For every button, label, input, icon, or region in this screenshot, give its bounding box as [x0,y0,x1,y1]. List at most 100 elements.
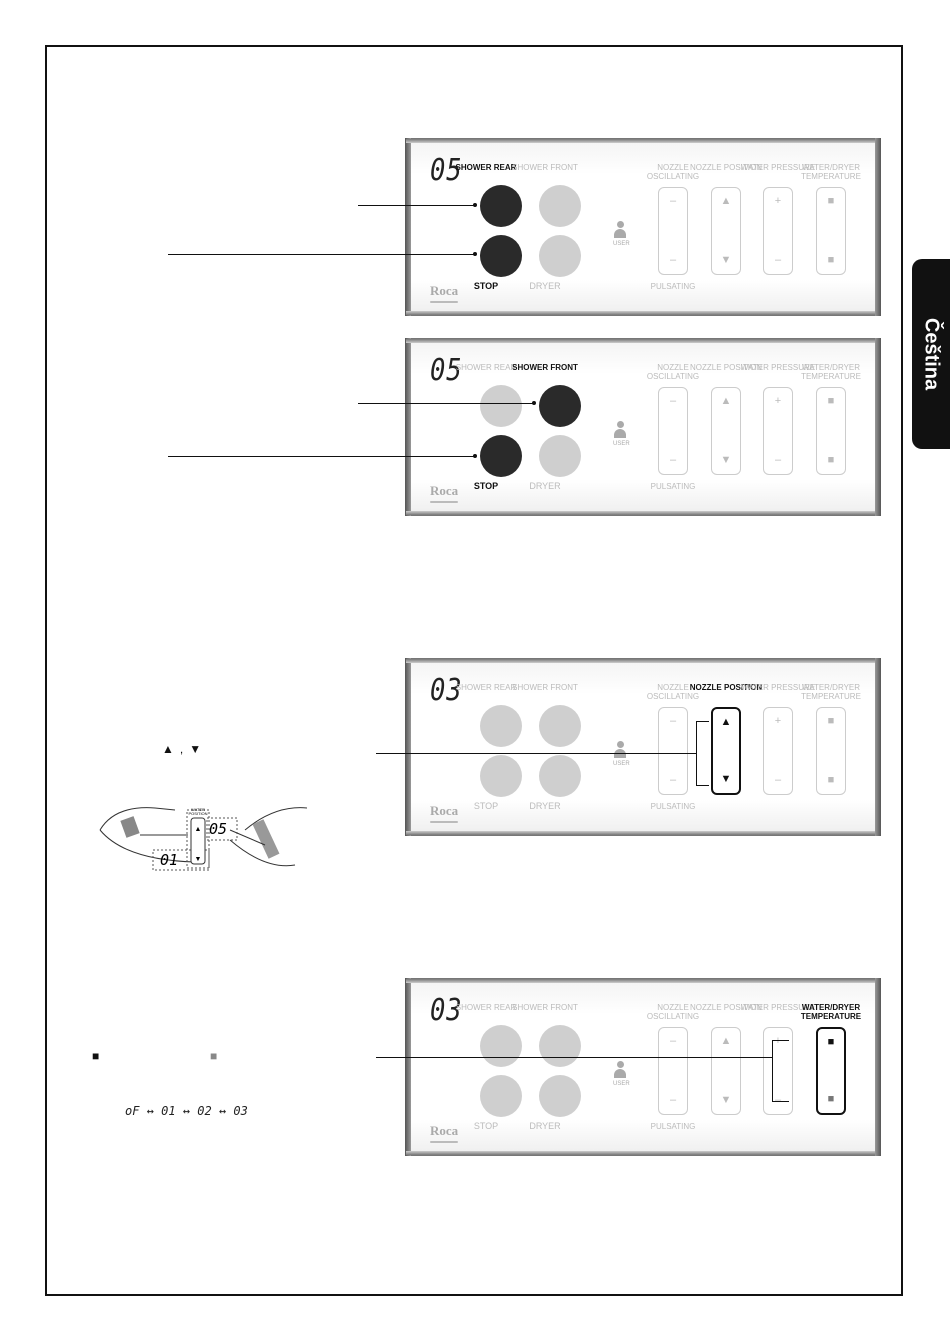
decrease-icon[interactable]: – [669,1094,677,1106]
decrease-icon[interactable]: – [774,454,782,466]
shower-front-button[interactable] [539,385,581,427]
shower-rear-label: SHOWER REAR [455,683,517,692]
nozzle-oscillating-control[interactable]: –– [658,387,688,475]
user-label: USER [613,241,630,247]
nozzle-oscillating-label: NOZZLE OSCILLATING [646,1003,700,1021]
dryer-button[interactable] [539,235,581,277]
svg-text:▼: ▼ [195,856,202,863]
user-icon [616,221,624,228]
roca-logo: Roca [430,483,459,503]
decrease-icon[interactable]: – [669,254,677,266]
nozzle-position-control[interactable]: ▲▼ [711,187,741,275]
user-icon [616,421,624,428]
increase-icon[interactable]: + [774,195,782,207]
callout-line-nozzle [376,753,696,754]
shower-rear-button[interactable] [480,705,522,747]
shower-rear-button[interactable] [480,185,522,227]
increase-icon[interactable]: – [669,195,677,207]
nozzle-position-control[interactable]: ▲▼ [711,1027,741,1115]
decrease-icon[interactable]: ■ [827,774,835,786]
increase-icon[interactable]: + [774,1035,782,1047]
increase-icon[interactable]: ■ [827,1036,835,1048]
user-button[interactable]: USER [613,221,630,247]
increase-icon[interactable]: ▲ [720,395,732,407]
shower-front-button[interactable] [539,185,581,227]
increase-icon[interactable]: ■ [827,395,835,407]
display-readout: 05 [430,353,463,388]
stop-button[interactable] [480,755,522,797]
water-pressure-control[interactable]: +– [763,387,793,475]
user-button[interactable]: USER [613,421,630,447]
user-button[interactable]: USER [613,1061,630,1087]
nozzle-oscillating-control[interactable]: –– [658,187,688,275]
increase-icon[interactable]: – [669,395,677,407]
increase-icon[interactable]: ▲ [720,1035,732,1047]
increase-icon[interactable]: + [774,395,782,407]
display-readout: 03 [430,993,463,1028]
water-pressure-label: WATER PRESSURE [740,163,816,172]
decrease-icon[interactable]: – [774,1094,782,1106]
increase-icon[interactable]: ■ [827,195,835,207]
stop-button[interactable] [480,235,522,277]
shower-rear-button[interactable] [480,1025,522,1067]
water-pressure-label: WATER PRESSURE [740,1003,816,1012]
nozzle-oscillating-label: NOZZLE OSCILLATING [646,683,700,701]
water-dryer-temperature-label: WATER/DRYER TEMPERATURE [800,1003,862,1021]
dryer-button[interactable] [539,435,581,477]
nozzle-position-control[interactable]: ▲▼ [711,707,741,795]
decrease-icon[interactable]: – [669,774,677,786]
decrease-icon[interactable]: ▼ [720,454,732,466]
water-dryer-temperature-control[interactable]: ■■ [816,187,846,275]
nozzle-oscillating-label: NOZZLE OSCILLATING [646,163,700,181]
decrease-icon[interactable]: ■ [827,454,835,466]
user-button[interactable]: USER [613,741,630,767]
nozzle-position-control[interactable]: ▲▼ [711,387,741,475]
decrease-icon[interactable]: ■ [827,1093,835,1105]
callout-line-temperature [376,1057,772,1058]
water-pressure-control[interactable]: +– [763,1027,793,1115]
language-tab[interactable]: Čeština [912,259,950,449]
water-dryer-temperature-control[interactable]: ■■ [816,387,846,475]
shower-front-button[interactable] [539,1025,581,1067]
callout-line-stop [168,254,475,255]
dryer-label: DRYER [529,1121,561,1131]
increase-icon[interactable]: + [774,715,782,727]
increase-icon[interactable]: – [669,1035,677,1047]
shower-front-button[interactable] [539,705,581,747]
decrease-icon[interactable]: ■ [827,254,835,266]
decrease-icon[interactable]: – [774,774,782,786]
stop-button[interactable] [480,435,522,477]
page-frame [45,45,903,1296]
decrease-icon[interactable]: ▼ [720,1094,732,1106]
shower-rear-label: SHOWER REAR [455,163,517,172]
nozzle-oscillating-control[interactable]: –– [658,1027,688,1115]
increase-icon[interactable]: – [669,715,677,727]
panel-edge [406,311,880,315]
water-pressure-control[interactable]: +– [763,187,793,275]
water-pressure-control[interactable]: +– [763,707,793,795]
water-dryer-temperature-control[interactable]: ■■ [816,1027,846,1115]
increase-icon[interactable]: ■ [827,715,835,727]
shower-front-label: SHOWER FRONT [512,1003,578,1012]
nozzle-oscillating-control[interactable]: –– [658,707,688,795]
display-readout: 05 [430,153,463,188]
increase-icon[interactable]: ▲ [720,195,732,207]
dryer-label: DRYER [529,481,561,491]
increase-icon[interactable]: ▲ [720,716,732,728]
shower-rear-button[interactable] [480,385,522,427]
stop-button[interactable] [480,1075,522,1117]
decrease-icon[interactable]: – [774,254,782,266]
shower-front-label: SHOWER FRONT [512,163,578,172]
nozzle-illustration: ▲ ▼ [99,807,308,871]
dryer-button[interactable] [539,1075,581,1117]
user-label: USER [613,1081,630,1087]
water-dryer-temperature-control[interactable]: ■■ [816,707,846,795]
decrease-icon[interactable]: ▼ [720,254,732,266]
dryer-button[interactable] [539,755,581,797]
water-dryer-temperature-label: WATER/DRYER TEMPERATURE [801,163,861,181]
decrease-icon[interactable]: ▼ [720,773,732,785]
arrows-legend: ▲,▼ [162,742,202,756]
decrease-icon[interactable]: – [669,454,677,466]
